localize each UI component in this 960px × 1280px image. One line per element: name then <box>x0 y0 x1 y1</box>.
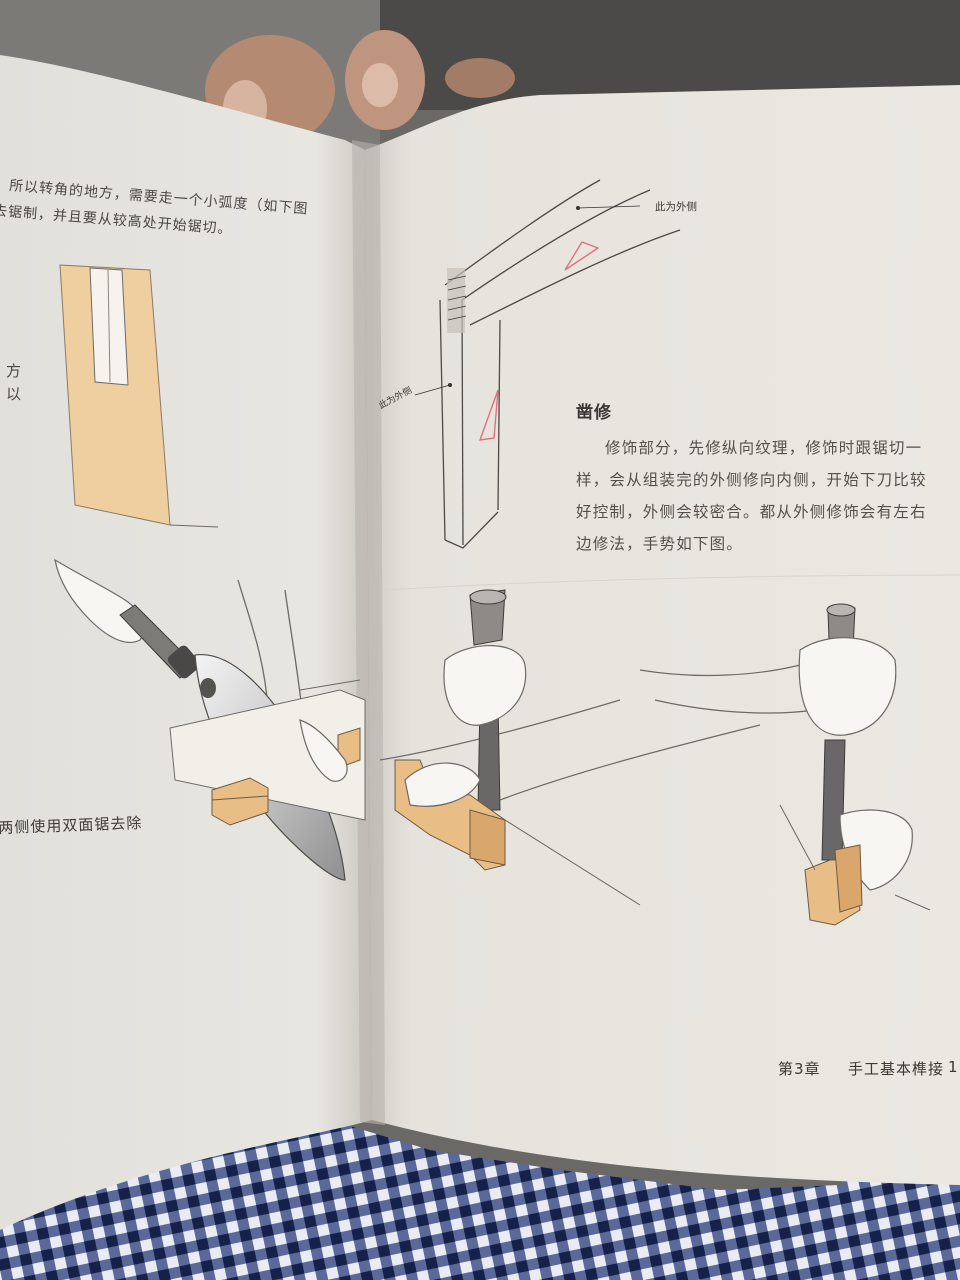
footer-page-number: 1 <box>948 1058 959 1076</box>
paragraph-line-3: 好控制，外侧会较密合。都从外侧修饰会有左右 <box>576 503 927 521</box>
chisel-left-illustration <box>379 589 761 906</box>
footer-title: 手工基本榫接 <box>848 1060 945 1078</box>
saw-hands-illustration <box>54 558 366 881</box>
wood-board-illustration <box>59 264 219 528</box>
chisel-right-illustration <box>639 603 931 926</box>
label-outer-side-top: 此为外侧 <box>655 201 697 213</box>
paragraph-line-2: 样，会从组装完的外侧修向内侧，开始下刀比较 <box>576 471 927 489</box>
left-text-fragment-a: 方 <box>6 362 23 380</box>
paragraph-line-4: 边修法，手势如下图。 <box>576 535 744 553</box>
left-text-fragment-b: 以 <box>6 385 23 403</box>
paragraph-line-1: 修饰部分，先修纵向纹理，修饰时跟锯切一 <box>605 439 923 457</box>
footer-chapter: 第3章 <box>778 1060 821 1078</box>
section-title: 凿修 <box>576 403 612 423</box>
joint-diagram-illustration <box>414 179 681 549</box>
